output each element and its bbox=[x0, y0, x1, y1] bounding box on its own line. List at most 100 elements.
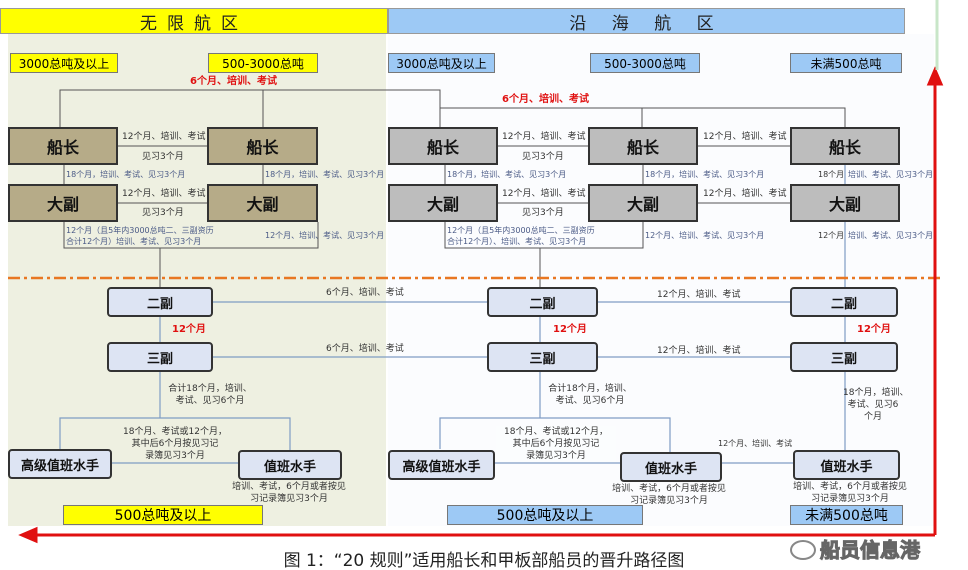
edge-label: 合计12个月）、培训、考试、见习3个月 bbox=[447, 237, 587, 246]
chief-mate-box: 大副 bbox=[8, 184, 118, 222]
label-line: 习记录簿见习3个月 bbox=[630, 496, 708, 506]
edge-label: 合计12个月）培训、考试、见习3个月 bbox=[66, 237, 202, 246]
wechat-icon bbox=[790, 540, 816, 560]
edge-label: 12个月、培训、考试、见习3个月 bbox=[265, 231, 385, 240]
chief-mate-box: 大副 bbox=[790, 184, 900, 222]
senior-rating-box: 高级值班水手 bbox=[8, 449, 112, 479]
red-label: 6个月、培训、考试 bbox=[502, 94, 589, 105]
edge-label: 12个月、培训、考试 bbox=[657, 346, 741, 356]
label-line: 合计18个月，培训、 bbox=[168, 384, 252, 394]
third-mate-box: 三副 bbox=[107, 342, 213, 372]
edge-label: 18个月，培训、考试、见习6 个月 bbox=[843, 387, 909, 423]
edge-label: 6个月、培训、考试 bbox=[326, 344, 404, 354]
rating-box: 值班水手 bbox=[793, 450, 900, 480]
third-mate-box: 三副 bbox=[790, 342, 898, 372]
right-bracket bbox=[444, 222, 644, 287]
arrow-left-icon bbox=[18, 526, 38, 544]
edge-label: 18个月、考试或12个月， 其中后6个月按见习记录簿见习3个月 bbox=[496, 426, 616, 462]
watermark: 船员信息港 bbox=[790, 538, 921, 562]
label-line: 录簿见习3个月 bbox=[526, 451, 586, 461]
captain-box: 船长 bbox=[8, 127, 118, 165]
label-line: 习记录簿见习3个月 bbox=[250, 494, 328, 504]
rating-box: 值班水手 bbox=[620, 452, 722, 482]
red-path-line-1 bbox=[59, 89, 441, 127]
edge-label: 12个月、培训、考试 bbox=[703, 132, 787, 142]
label-line: 考试、见习6 bbox=[847, 400, 899, 410]
edge-label: 18个月，培训、考试、见习3个月 bbox=[645, 170, 765, 179]
label-line: 其中后6个月按见习记 bbox=[131, 439, 219, 449]
header-coastal: 沿 海 航 区 bbox=[388, 8, 905, 34]
label-line: 个月 bbox=[863, 412, 882, 422]
edge-label: 12个月、培训、考试 bbox=[502, 189, 586, 199]
label-line: 其中后6个月按见习记 bbox=[512, 439, 600, 449]
tonnage-unlimited-500-3000: 500-3000总吨 bbox=[208, 53, 318, 73]
edge-label: 12个月、培训、考试、见习3个月 bbox=[645, 231, 765, 240]
edge-label: 12个月（且5年内3000总吨二、三副资历 bbox=[66, 226, 214, 235]
second-mate-box: 二副 bbox=[107, 287, 213, 317]
edge-label: 见习3个月 bbox=[522, 208, 564, 218]
edge-label: 12个月、培训、考试 bbox=[502, 132, 586, 142]
left-bracket bbox=[63, 222, 319, 287]
edge-label: 合计18个月，培训、考试、见习6个月 bbox=[160, 383, 260, 407]
edge-label: 培训、考试、见习3个月 bbox=[848, 170, 934, 179]
second-mate-box: 二副 bbox=[790, 287, 898, 317]
captain-box: 船长 bbox=[790, 127, 900, 165]
chief-mate-box: 大副 bbox=[207, 184, 318, 222]
label-line: 合计18个月，培训、 bbox=[548, 384, 632, 394]
edge-label: 6个月、培训、考试 bbox=[326, 288, 404, 298]
tonnage-unlimited-3000: 3000总吨及以上 bbox=[10, 53, 118, 73]
label-line: 培训、考试，6个月或者按见 bbox=[612, 484, 726, 494]
coastal-area-background bbox=[388, 34, 934, 526]
edge-label: 培训、考试，6个月或者按见习记录簿见习3个月 bbox=[604, 483, 734, 507]
red-label: 12个月 bbox=[857, 324, 891, 335]
label-line: 考试、见习6个月 bbox=[555, 396, 625, 406]
edge-label: 18个月 bbox=[818, 170, 845, 179]
rating-box: 值班水手 bbox=[238, 450, 342, 480]
chief-mate-box: 大副 bbox=[388, 184, 498, 222]
edge-label: 18个月、考试或12个月， 其中后6个月按见习记录簿见习3个月 bbox=[115, 426, 235, 462]
label-line: 培训、考试，6个月或者按见 bbox=[793, 482, 907, 492]
edge-label: 合计18个月，培训、考试、见习6个月 bbox=[540, 383, 640, 407]
edge-label: 18个月，培训、考试、见习3个月 bbox=[265, 170, 385, 179]
edge-label: 12个月、培训、考试 bbox=[703, 189, 787, 199]
label-line: 18个月、考试或12个月， bbox=[504, 427, 608, 437]
edge-label: 12个月、培训、考试 bbox=[122, 132, 206, 142]
edge-label: 见习3个月 bbox=[142, 152, 184, 162]
edge-label: 12个月 bbox=[818, 231, 845, 240]
edge-label: 培训、考试，6个月或者按见习记录簿见习3个月 bbox=[785, 481, 915, 505]
chief-mate-box: 大副 bbox=[588, 184, 698, 222]
captain-box: 船长 bbox=[207, 127, 318, 165]
red-label: 6个月、培训、考试 bbox=[190, 76, 277, 87]
edge-label: 18个月，培训、考试、见习3个月 bbox=[447, 170, 567, 179]
tonnage-coastal-3000: 3000总吨及以上 bbox=[388, 53, 495, 73]
edge-label: 18个月，培训、考试、见习3个月 bbox=[66, 170, 186, 179]
red-label: 12个月 bbox=[172, 324, 206, 335]
edge-label: 12个月、培训、考试 bbox=[657, 290, 741, 300]
edge-label: 见习3个月 bbox=[522, 152, 564, 162]
edge-label: 12个月、培训、考试 bbox=[718, 439, 793, 448]
edge-label: 见习3个月 bbox=[142, 208, 184, 218]
label-line: 18个月，培训、 bbox=[843, 388, 909, 398]
bottom-tonnage-coastal-under-500: 未满500总吨 bbox=[790, 505, 903, 525]
label-line: 考试、见习6个月 bbox=[175, 396, 245, 406]
tonnage-coastal-under-500: 未满500总吨 bbox=[790, 53, 902, 73]
captain-box: 船长 bbox=[588, 127, 698, 165]
red-path-line-2 bbox=[440, 107, 846, 127]
arrow-up-icon bbox=[926, 66, 944, 86]
senior-rating-box: 高级值班水手 bbox=[388, 450, 495, 480]
red-label: 12个月 bbox=[553, 324, 587, 335]
header-unlimited: 无限航区 bbox=[0, 8, 388, 34]
label-line: 录簿见习3个月 bbox=[145, 451, 205, 461]
captain-box: 船长 bbox=[388, 127, 498, 165]
bottom-tonnage-coastal: 500总吨及以上 bbox=[447, 505, 643, 525]
edge-label: 12个月、培训、考试 bbox=[122, 189, 206, 199]
label-line: 习记录簿见习3个月 bbox=[811, 494, 889, 504]
edge-label: 12个月（且5年内3000总吨二、三副资历 bbox=[447, 226, 595, 235]
watermark-text: 船员信息港 bbox=[820, 538, 921, 562]
tonnage-coastal-500-3000: 500-3000总吨 bbox=[590, 53, 700, 73]
bottom-tonnage-unlimited: 500总吨及以上 bbox=[63, 505, 263, 525]
edge-label: 培训、考试、见习3个月 bbox=[848, 231, 934, 240]
label-line: 18个月、考试或12个月， bbox=[123, 427, 227, 437]
